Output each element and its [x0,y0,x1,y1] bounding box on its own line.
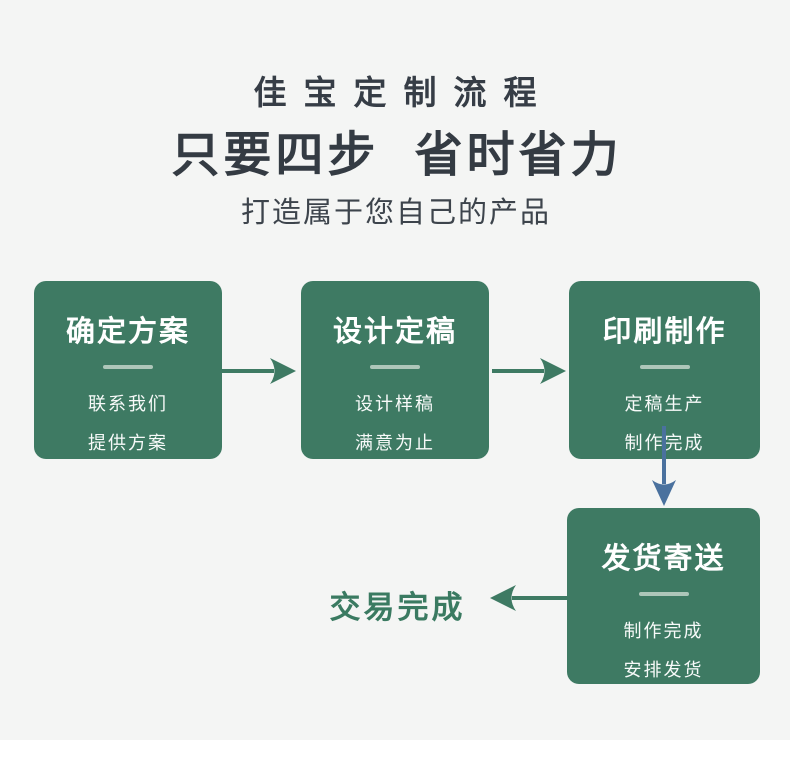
step-detail-line: 安排发货 [623,660,704,680]
page-subtitle: 打造属于您自己的产品 [240,197,551,229]
step-divider [370,365,420,369]
bottom-white-strip [0,740,790,764]
step-box-confirm-plan: 确定方案 联系我们 提供方案 [34,281,222,459]
transaction-complete-label: 交易完成 [329,590,466,625]
arrow-right-icon [222,356,296,391]
arrow-down-icon [649,426,679,511]
step-detail-line: 设计样稿 [355,394,435,414]
step-divider [639,365,690,369]
step-title: 确定方案 [65,316,190,348]
step-title: 发货寄送 [601,543,726,575]
step-box-design-final: 设计定稿 设计样稿 满意为止 [301,281,489,459]
step-divider [103,365,153,369]
step-title: 印刷制作 [602,316,727,348]
step-title: 设计定稿 [332,316,457,348]
brand-process-eyebrow: 佳宝定制流程 [253,74,554,111]
step-detail-line: 提供方案 [88,433,168,453]
step-detail-line: 联系我们 [88,394,168,414]
step-detail-line: 满意为止 [355,433,435,453]
step-box-ship-deliver: 发货寄送 制作完成 安排发货 [567,508,760,684]
page-title: 只要四步 省时省力 [171,129,623,182]
arrow-left-icon [490,583,568,618]
arrow-right-icon [492,356,566,391]
step-detail-line: 制作完成 [623,621,704,641]
step-detail-line: 定稿生产 [624,394,705,414]
step-divider [638,592,689,596]
